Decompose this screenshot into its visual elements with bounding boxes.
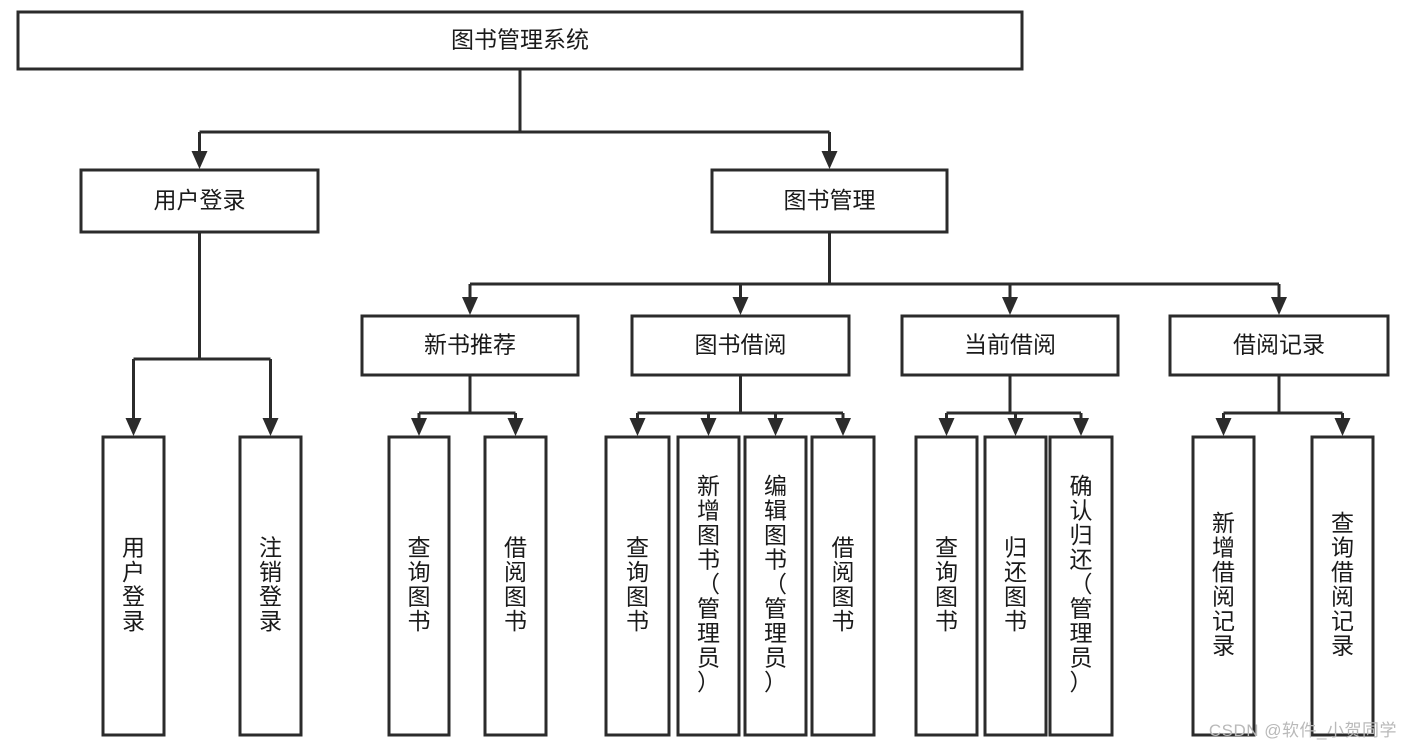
watermark-label: CSDN @软件_小贺同学 [1208, 721, 1397, 740]
connector-group [462, 232, 1287, 315]
node-box[interactable] [676, 435, 741, 737]
node-l_rec_query[interactable]: 查询借阅记录 [1310, 435, 1375, 737]
node-label: 图书借阅 [695, 332, 787, 358]
node-label: 借阅记录 [1233, 332, 1325, 358]
node-label: 借阅图书 [504, 534, 527, 634]
arrow-head-icon [507, 418, 524, 436]
node-layer: 图书管理系统用户登录图书管理新书推荐图书借阅当前借阅借阅记录用户登录注销登录查询… [16, 10, 1390, 737]
arrow-head-icon [767, 418, 784, 436]
node-n_user_login[interactable]: 用户登录 [79, 168, 320, 234]
node-label: 确认归还（管理员） [1070, 473, 1093, 695]
arrow-head-icon [462, 297, 478, 315]
node-label: 归还图书 [1004, 534, 1027, 634]
node-label: 注销登录 [259, 534, 282, 634]
node-label: 新增图书（管理员） [697, 473, 720, 695]
connector-group [629, 375, 851, 436]
node-l_cur_confirm[interactable]: 确认归还（管理员） [1048, 435, 1114, 737]
node-label: 查询图书 [626, 534, 649, 634]
node-box[interactable] [483, 435, 548, 737]
node-label: 图书管理系统 [451, 27, 589, 53]
node-l_bb_add[interactable]: 新增图书（管理员） [676, 435, 741, 737]
arrow-head-icon [700, 418, 717, 436]
connector-group [411, 375, 524, 436]
node-box[interactable] [630, 314, 851, 377]
node-box[interactable] [983, 435, 1048, 737]
connector-group [1215, 375, 1351, 436]
node-box[interactable] [360, 314, 580, 377]
arrow-head-icon [1271, 297, 1287, 315]
node-n_new_book[interactable]: 新书推荐 [360, 314, 580, 377]
node-label: 查询图书 [408, 534, 431, 634]
node-l_nb_borrow[interactable]: 借阅图书 [483, 435, 548, 737]
node-box[interactable] [387, 435, 451, 737]
node-label: 查询借阅记录 [1331, 510, 1354, 659]
arrow-head-icon [1334, 418, 1351, 436]
arrow-head-icon [835, 418, 851, 436]
node-root[interactable]: 图书管理系统 [16, 10, 1024, 71]
node-label: 编辑图书（管理员） [764, 473, 787, 695]
node-label: 新书推荐 [424, 332, 516, 358]
node-box[interactable] [1048, 435, 1114, 737]
node-n_borrow[interactable]: 图书借阅 [630, 314, 851, 377]
node-l_nb_query[interactable]: 查询图书 [387, 435, 451, 737]
node-box[interactable] [900, 314, 1120, 377]
node-label: 当前借阅 [964, 332, 1056, 358]
node-l_user_login[interactable]: 用户登录 [101, 435, 166, 737]
node-box[interactable] [1191, 435, 1256, 737]
node-label: 借阅图书 [832, 534, 855, 634]
node-l_cur_query[interactable]: 查询图书 [914, 435, 979, 737]
connector-group [125, 232, 279, 436]
node-label: 用户登录 [154, 187, 246, 213]
connector-group [938, 375, 1089, 436]
node-n_record[interactable]: 借阅记录 [1168, 314, 1390, 377]
node-l_bb_query[interactable]: 查询图书 [604, 435, 671, 737]
arrow-head-icon [1002, 297, 1018, 315]
connector-layer [125, 69, 1351, 436]
arrow-head-icon [1007, 418, 1024, 436]
node-box[interactable] [16, 10, 1024, 71]
node-n_current[interactable]: 当前借阅 [900, 314, 1120, 377]
node-l_bb_borrow[interactable]: 借阅图书 [810, 435, 876, 737]
node-box[interactable] [914, 435, 979, 737]
node-label: 用户登录 [122, 534, 145, 634]
node-label: 图书管理 [784, 187, 876, 213]
node-label: 查询图书 [935, 534, 958, 634]
node-box[interactable] [238, 435, 303, 737]
arrow-head-icon [938, 418, 955, 436]
node-box[interactable] [604, 435, 671, 737]
arrow-head-icon [732, 297, 749, 315]
arrow-head-icon [125, 418, 142, 436]
connector-group [191, 69, 838, 169]
node-box[interactable] [810, 435, 876, 737]
arrow-head-icon [191, 151, 208, 169]
node-l_rec_add[interactable]: 新增借阅记录 [1191, 435, 1256, 737]
node-box[interactable] [101, 435, 166, 737]
node-n_book_mgmt[interactable]: 图书管理 [710, 168, 949, 234]
node-l_cur_return[interactable]: 归还图书 [983, 435, 1048, 737]
node-box[interactable] [1168, 314, 1390, 377]
arrow-head-icon [411, 418, 427, 436]
node-l_user_logout[interactable]: 注销登录 [238, 435, 303, 737]
arrow-head-icon [821, 151, 838, 169]
node-label: 新增借阅记录 [1212, 510, 1235, 659]
node-box[interactable] [710, 168, 949, 234]
arrow-head-icon [1215, 418, 1232, 436]
node-box[interactable] [743, 435, 808, 737]
arrow-head-icon [629, 418, 646, 436]
node-box[interactable] [1310, 435, 1375, 737]
node-l_bb_edit[interactable]: 编辑图书（管理员） [743, 435, 808, 737]
node-box[interactable] [79, 168, 320, 234]
arrow-head-icon [262, 418, 279, 436]
arrow-head-icon [1073, 418, 1089, 436]
